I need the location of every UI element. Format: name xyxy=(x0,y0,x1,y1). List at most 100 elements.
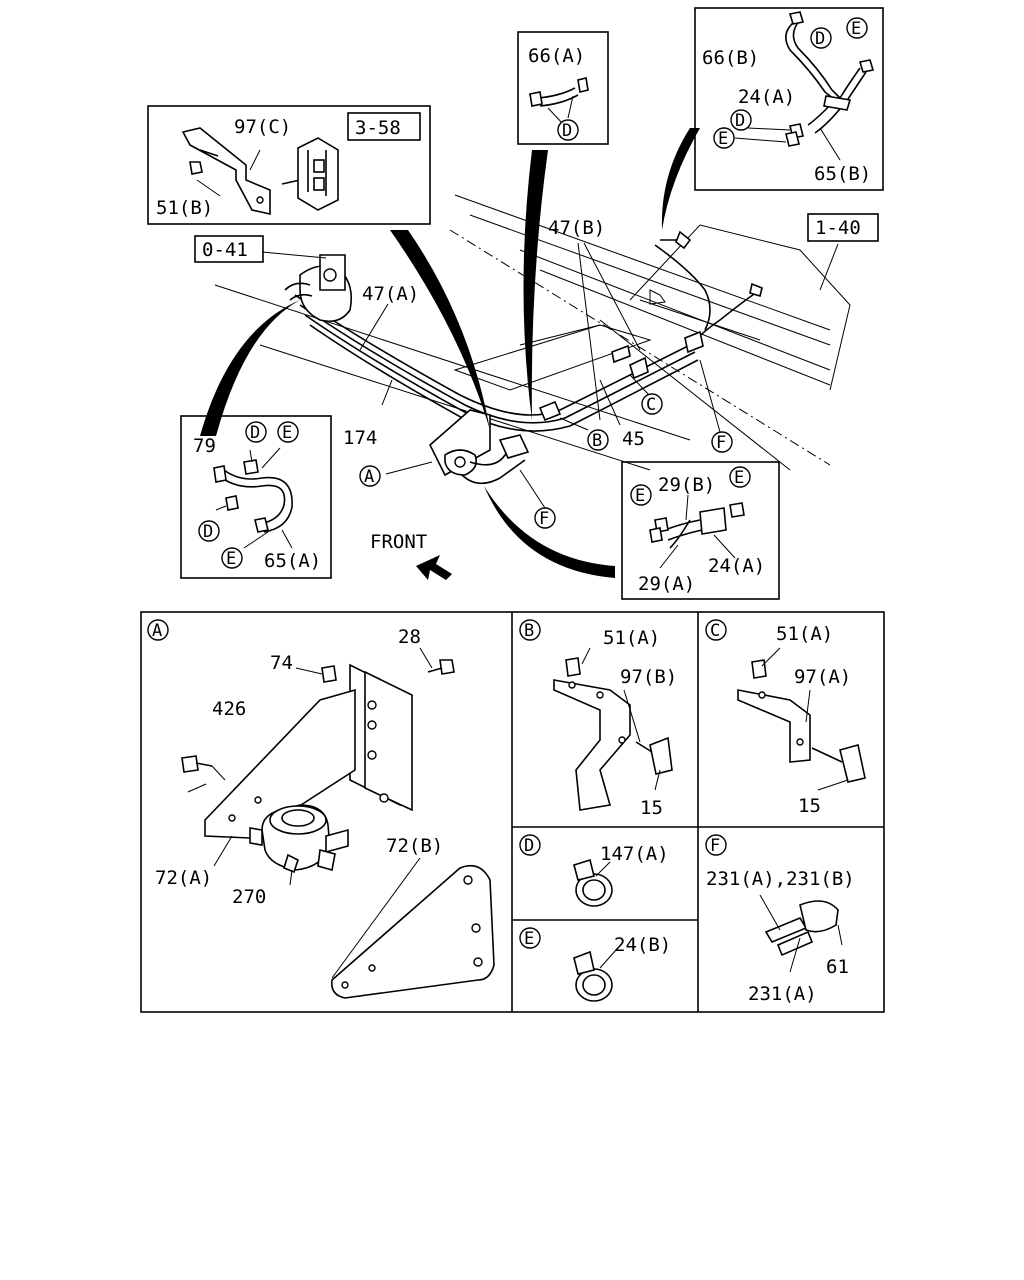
panel-marker-e: E xyxy=(519,927,541,949)
svg-text:E: E xyxy=(718,129,728,149)
label-79: 79 xyxy=(193,435,216,457)
label-65b: 65(B) xyxy=(814,163,871,185)
panel-e-clamp xyxy=(573,950,613,1002)
marker-e-29-left: E xyxy=(630,484,652,506)
detail-box-79-65a xyxy=(180,415,332,579)
part-number-labels: 97(C) 51(B) 66(A) 66(B) 24(A) 65(B) 47(B… xyxy=(155,45,871,1005)
marker-d-66b-mid: D xyxy=(730,109,752,131)
circled-markers: A B C F F D D E D E D E D E E E A B C D … xyxy=(147,17,868,949)
label-231ab: 231(A),231(B) xyxy=(706,868,855,890)
label-72b: 72(B) xyxy=(386,835,443,857)
label-15-c: 15 xyxy=(798,795,821,817)
label-72a: 72(A) xyxy=(155,867,212,889)
svg-text:B: B xyxy=(524,621,534,641)
ref-0-41: 0-41 xyxy=(202,239,248,261)
label-29a: 29(A) xyxy=(638,573,695,595)
svg-text:D: D xyxy=(562,121,572,141)
label-24b: 24(B) xyxy=(614,934,671,956)
label-24a-mid: 24(A) xyxy=(708,555,765,577)
marker-c-main: C xyxy=(641,393,663,415)
panel-d-clamp xyxy=(573,858,613,907)
svg-text:C: C xyxy=(646,395,656,415)
frame-structure xyxy=(214,194,851,471)
panel-marker-f: F xyxy=(705,834,727,856)
label-51a-b: 51(A) xyxy=(603,627,660,649)
ref-1-40: 1-40 xyxy=(815,217,861,239)
marker-e-29-right: E xyxy=(729,466,751,488)
label-29b: 29(B) xyxy=(658,474,715,496)
label-front: FRONT xyxy=(370,531,427,553)
label-74: 74 xyxy=(270,652,293,674)
panel-c-parts xyxy=(737,659,866,783)
label-61: 61 xyxy=(826,956,849,978)
marker-e-79-bottom: E xyxy=(221,547,243,569)
label-97a: 97(A) xyxy=(794,666,851,688)
svg-text:D: D xyxy=(735,111,745,131)
ref-3-58: 3-58 xyxy=(355,117,401,139)
svg-text:E: E xyxy=(734,468,744,488)
panel-f-grommets xyxy=(759,894,843,973)
label-47a: 47(A) xyxy=(362,283,419,305)
svg-text:F: F xyxy=(710,836,720,856)
svg-text:A: A xyxy=(364,467,374,487)
panel-a-parts xyxy=(181,659,495,999)
panel-marker-b: B xyxy=(519,619,541,641)
panel-b-parts xyxy=(553,657,673,811)
label-174: 174 xyxy=(343,427,377,449)
detail-box-29 xyxy=(621,461,780,600)
marker-f-main-right: F xyxy=(711,431,733,453)
panel-marker-d: D xyxy=(519,834,541,856)
detail-box-97c xyxy=(147,105,431,225)
front-arrow-icon xyxy=(416,555,452,580)
label-51a-c: 51(A) xyxy=(776,623,833,645)
svg-text:E: E xyxy=(524,929,534,949)
label-97b: 97(B) xyxy=(620,666,677,688)
marker-b-main: B xyxy=(587,429,609,451)
marker-e-66b-mid: E xyxy=(713,127,735,149)
svg-text:D: D xyxy=(524,836,534,856)
marker-e-79-top: E xyxy=(277,421,299,443)
detail-panels-grid xyxy=(140,611,885,1013)
regulator-bracket-assembly xyxy=(429,409,530,485)
svg-text:F: F xyxy=(716,433,726,453)
svg-text:D: D xyxy=(203,522,213,542)
svg-text:E: E xyxy=(635,486,645,506)
marker-d-79-top: D xyxy=(245,421,267,443)
panel-marker-a: A xyxy=(147,619,169,641)
marker-d-66a: D xyxy=(557,119,579,141)
svg-text:E: E xyxy=(851,19,861,39)
svg-text:A: A xyxy=(152,621,162,641)
label-270: 270 xyxy=(232,886,266,908)
label-66a: 66(A) xyxy=(528,45,585,67)
marker-e-66b-top: E xyxy=(846,17,868,39)
callout-arcs xyxy=(200,128,700,578)
label-47b: 47(B) xyxy=(548,217,605,239)
panel-marker-c: C xyxy=(705,619,727,641)
label-15-b: 15 xyxy=(640,797,663,819)
fuel-filter-assembly xyxy=(284,254,353,323)
svg-text:C: C xyxy=(710,621,720,641)
svg-text:F: F xyxy=(539,509,549,529)
svg-text:E: E xyxy=(282,423,292,443)
marker-d-66b-top: D xyxy=(810,27,832,49)
svg-text:E: E xyxy=(226,549,236,569)
label-66b: 66(B) xyxy=(702,47,759,69)
label-426: 426 xyxy=(212,698,246,720)
label-28: 28 xyxy=(398,626,421,648)
marker-f-main-left: F xyxy=(534,507,556,529)
label-147a: 147(A) xyxy=(600,843,669,865)
label-24a-top: 24(A) xyxy=(738,86,795,108)
marker-d-79-bottom: D xyxy=(198,520,220,542)
detail-box-66a xyxy=(517,31,609,145)
svg-text:D: D xyxy=(815,29,825,49)
reference-labels: 3-58 0-41 1-40 xyxy=(194,117,879,263)
fuel-lines xyxy=(294,230,763,432)
label-97c: 97(C) xyxy=(234,116,291,138)
leader-lines xyxy=(196,149,849,979)
svg-text:D: D xyxy=(250,423,260,443)
label-51b: 51(B) xyxy=(156,197,213,219)
line-clips xyxy=(538,330,704,422)
detail-box-66b-65b xyxy=(694,7,884,191)
marker-a-main: A xyxy=(359,465,381,487)
